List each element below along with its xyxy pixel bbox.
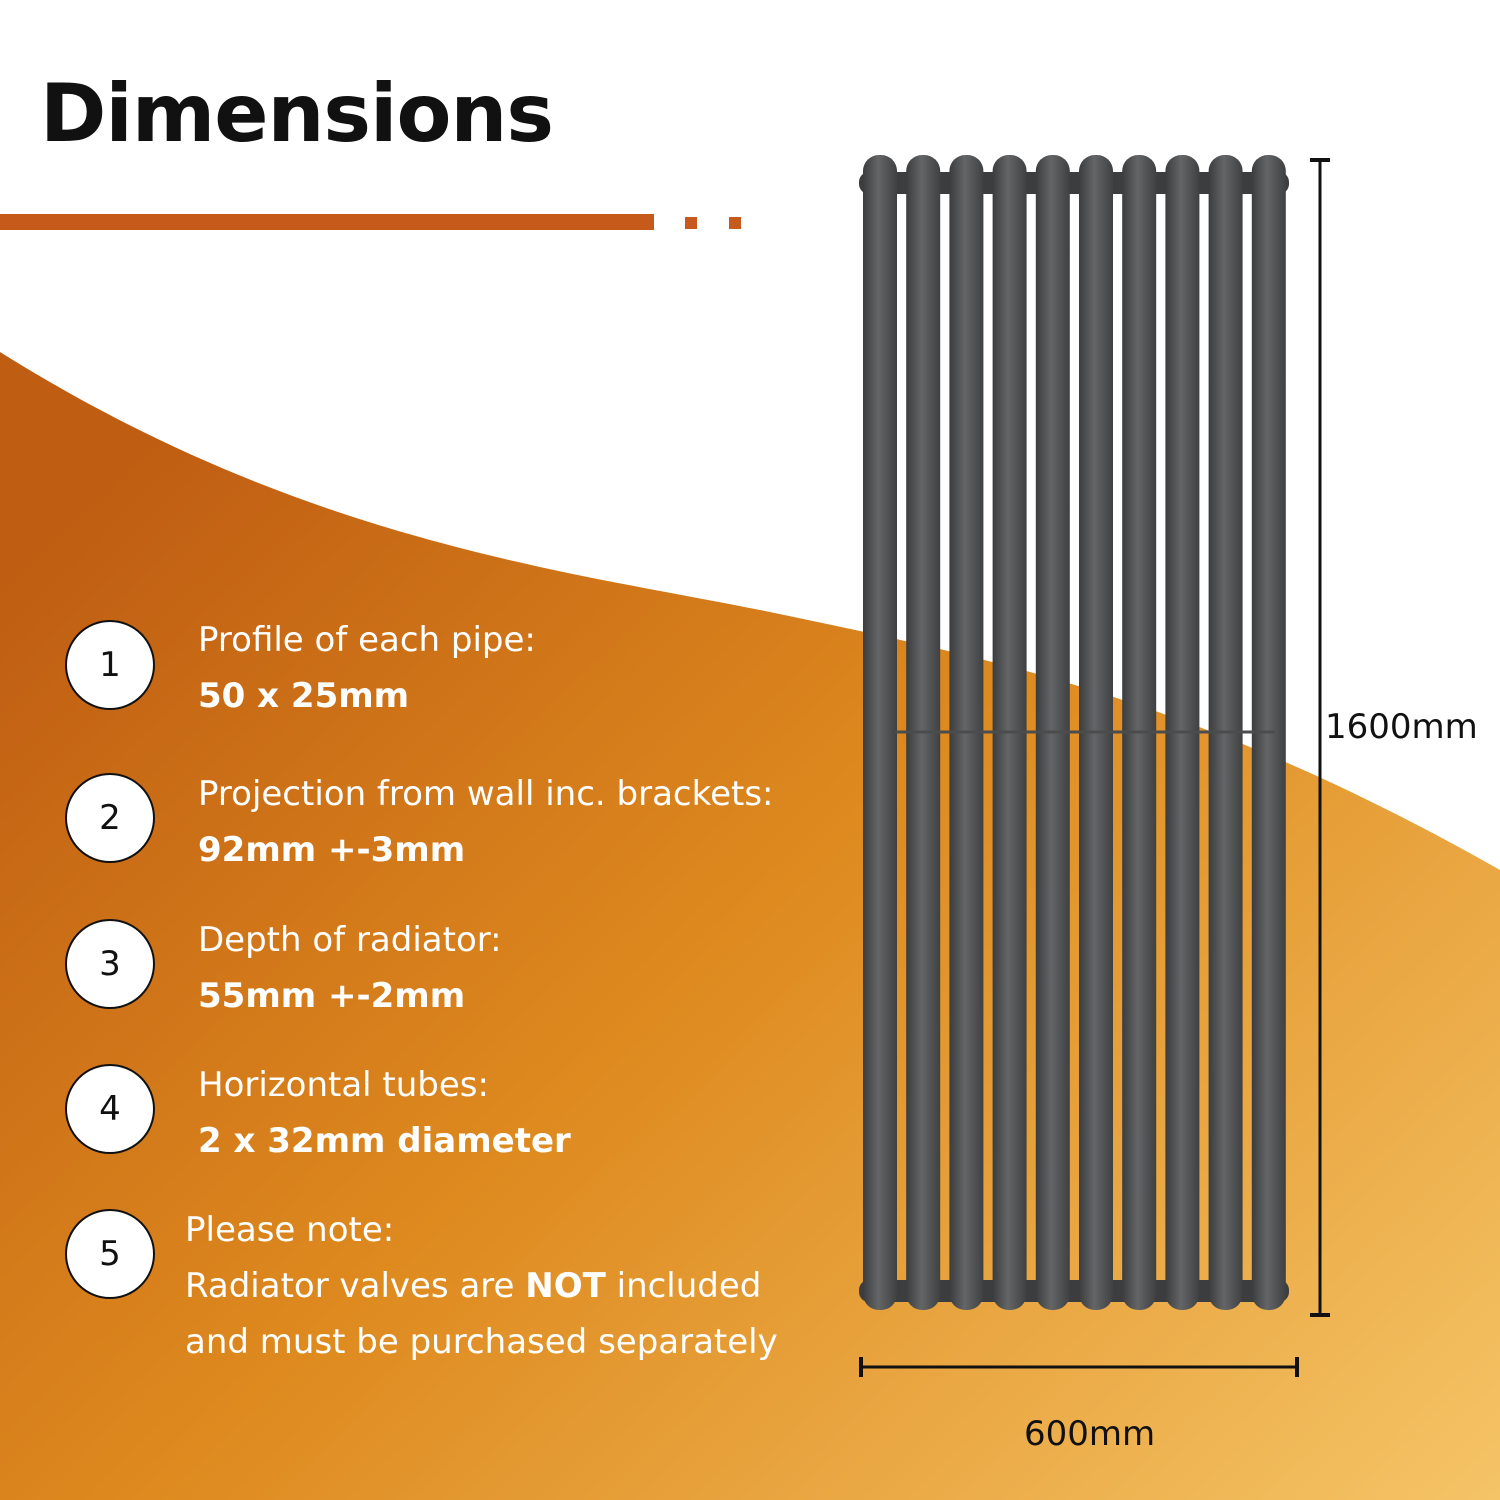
radiator-illustration xyxy=(859,155,1289,1310)
number-badge: 3 xyxy=(65,919,155,1009)
height-dimension-line xyxy=(1310,158,1330,1317)
spec-value: 55mm +-2mm xyxy=(198,976,466,1016)
note-text: Radiator valves are xyxy=(185,1266,526,1306)
width-label: 600mm xyxy=(1024,1414,1156,1454)
spec-label: Projection from wall inc. brackets: xyxy=(198,774,774,814)
number-badge: 4 xyxy=(65,1064,155,1154)
note-line-1: Radiator valves are NOT included xyxy=(185,1266,761,1306)
width-dimension-line xyxy=(859,1357,1299,1377)
number-badge: 2 xyxy=(65,773,155,863)
accent-dot xyxy=(685,217,697,229)
spec-value: 50 x 25mm xyxy=(198,676,410,716)
spec-value: 2 x 32mm diameter xyxy=(198,1121,571,1161)
note-line-2: and must be purchased separately xyxy=(185,1322,778,1362)
accent-bar xyxy=(0,214,654,230)
radiator-pipe xyxy=(863,155,897,1310)
spec-label: Depth of radiator: xyxy=(198,920,502,960)
radiator-pipes xyxy=(863,155,1286,1310)
spec-label: Profile of each pipe: xyxy=(198,620,536,660)
note-emphasis: NOT xyxy=(525,1266,606,1306)
accent-dot xyxy=(729,217,741,229)
note-text: included xyxy=(605,1266,762,1306)
note-label: Please note: xyxy=(185,1210,395,1250)
height-label: 1600mm xyxy=(1325,707,1478,747)
number-badge: 5 xyxy=(65,1209,155,1299)
number-badge: 1 xyxy=(65,620,155,710)
spec-label: Horizontal tubes: xyxy=(198,1065,489,1105)
page-title: Dimensions xyxy=(40,67,554,160)
spec-value: 92mm +-3mm xyxy=(198,830,466,870)
